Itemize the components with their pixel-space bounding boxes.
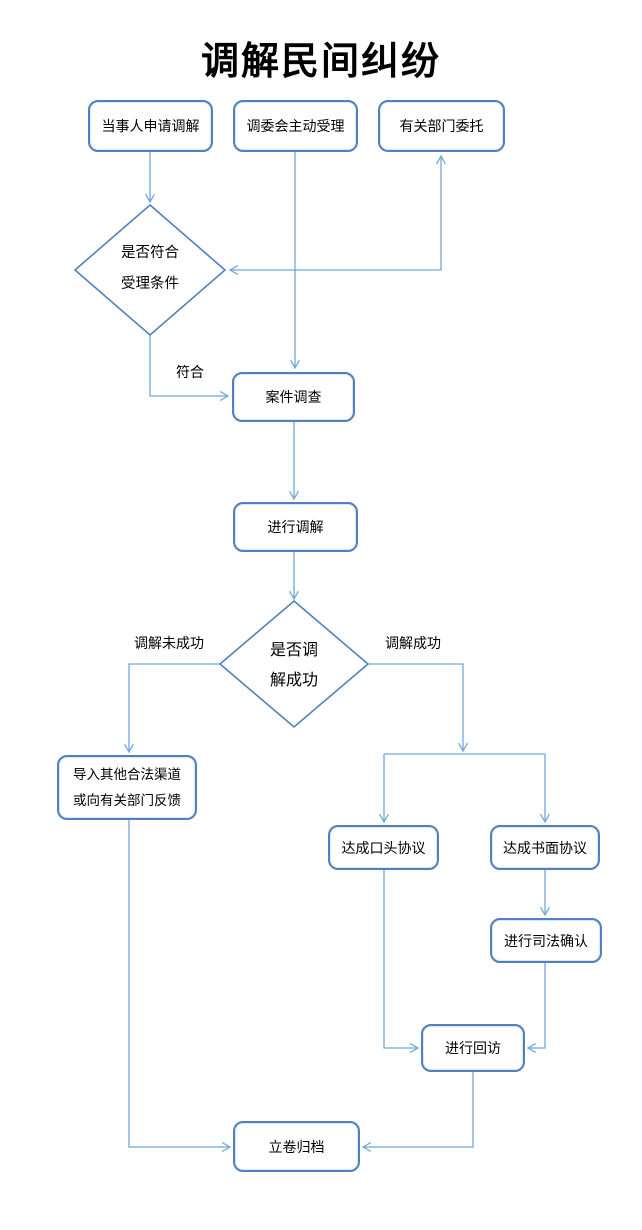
decision-accept-line2: 受理条件 — [121, 276, 179, 292]
node-written-agreement-label: 达成书面协议 — [503, 839, 587, 856]
decision-accept-line1: 是否符合 — [121, 245, 179, 261]
node-department-entrust-label: 有关部门委托 — [399, 118, 484, 134]
decision-success-line2: 解成功 — [269, 672, 318, 689]
edge-accept-decision-to-investigate — [149, 335, 230, 401]
node-written-agreement: 达成书面协议 — [490, 825, 600, 870]
decision-accept-text: 是否符合 受理条件 — [85, 238, 215, 300]
edge-other-channel-to-archive — [128, 820, 232, 1152]
edge-success-decision-to-split — [368, 663, 468, 753]
node-committee-accept-label: 调委会主动受理 — [246, 118, 345, 134]
node-oral-agreement: 达成口头协议 — [328, 825, 439, 870]
node-mediate-label: 进行调解 — [267, 519, 324, 535]
node-oral-agreement-label: 达成口头协议 — [341, 839, 426, 856]
edge-success-decision-to-other-channel — [124, 663, 220, 754]
edge-judicial-to-revisit — [526, 963, 546, 1053]
edge-label-success: 调解成功 — [385, 635, 441, 651]
decision-success-line1: 是否调 — [269, 642, 318, 659]
node-revisit: 进行回访 — [421, 1024, 525, 1072]
node-mediate: 进行调解 — [233, 502, 358, 552]
edge-label-qualified: 符合 — [176, 364, 204, 380]
node-archive-label: 立卷归档 — [268, 1138, 325, 1155]
edge-accept-decision-entrust — [228, 154, 446, 275]
node-judicial-confirm: 进行司法确认 — [490, 918, 602, 963]
node-committee-accept: 调委会主动受理 — [233, 100, 358, 152]
edge-oral-to-revisit — [383, 870, 420, 1053]
decision-success-shape — [218, 599, 370, 729]
node-other-channel: 导入其他合法渠道 或向有关部门反馈 — [57, 755, 197, 820]
node-archive: 立卷归档 — [233, 1121, 360, 1172]
node-judicial-confirm-label: 进行司法确认 — [504, 932, 588, 949]
page-title: 调解民间纠纷 — [200, 41, 441, 83]
node-case-investigate-label: 案件调查 — [265, 389, 322, 405]
edge-revisit-to-archive — [361, 1072, 474, 1152]
decision-success-text: 是否调 解成功 — [234, 636, 354, 696]
node-other-channel-line1: 导入其他合法渠道 — [73, 766, 181, 782]
decision-accept-shape — [73, 203, 227, 337]
node-party-apply: 当事人申请调解 — [88, 100, 213, 152]
edge-label-not-success: 调解未成功 — [134, 635, 204, 651]
node-revisit-label: 进行回访 — [445, 1040, 501, 1056]
node-party-apply-label: 当事人申请调解 — [101, 118, 200, 134]
node-department-entrust: 有关部门委托 — [378, 100, 505, 152]
node-other-channel-line2: 或向有关部门反馈 — [73, 792, 181, 808]
node-case-investigate: 案件调查 — [232, 372, 355, 422]
